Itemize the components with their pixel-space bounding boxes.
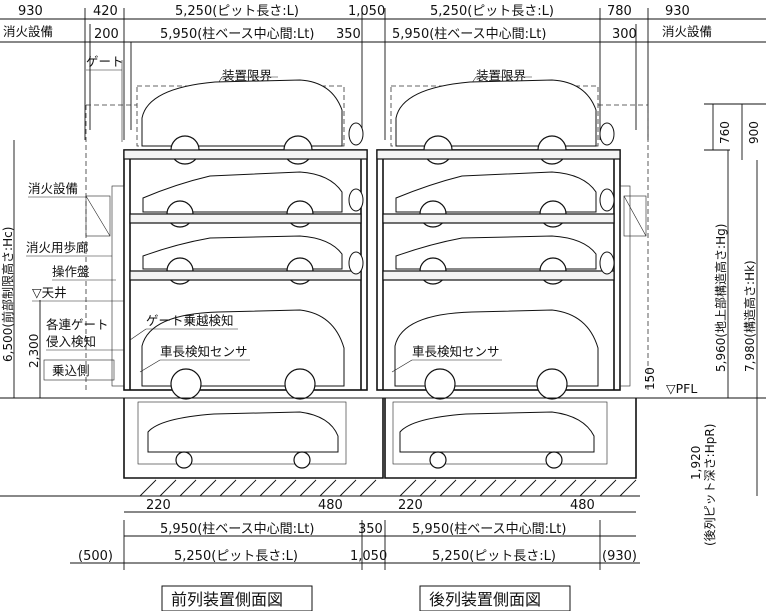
front-car-ground-wheel-front xyxy=(170,368,202,400)
rear-car-ground xyxy=(394,309,599,387)
dim-760: 760 xyxy=(718,121,732,144)
fire-equipment-top-left: 消火設備 xyxy=(3,24,53,39)
clearance-label-right: 装置限界 xyxy=(476,68,527,83)
entrance-side-label: 乗込側 xyxy=(52,363,90,378)
pfl-label: ▽PFL xyxy=(666,381,697,396)
front-car-top xyxy=(141,79,343,147)
rear-sensor-level2 xyxy=(599,188,615,212)
rear-pit-wheel-rear xyxy=(545,451,563,469)
dim-930-right: 930 xyxy=(665,4,690,19)
fire-walkway-label: 消火用歩廊 xyxy=(26,240,89,255)
rear-pit-platform xyxy=(392,401,608,465)
front-pallet-top xyxy=(123,149,368,160)
dim-5950-top-left: 5,950(柱ベース中心間:Lt) xyxy=(160,27,314,42)
dim-220-right: 220 xyxy=(398,498,423,513)
rear-pallet-level2 xyxy=(382,213,615,224)
rear-unit xyxy=(376,79,647,400)
fire-equipment-label: 消火設備 xyxy=(28,181,78,196)
front-pit-wheel-rear xyxy=(293,451,311,469)
dim-480-right: 480 xyxy=(570,498,595,513)
sensor-label-right: 車長検知センサ xyxy=(412,344,500,359)
dim-780: 780 xyxy=(607,4,632,19)
dim-5250-left: 5,250(ピット長さ:L) xyxy=(175,4,299,19)
fire-equipment-left-box xyxy=(85,195,111,237)
dim-1920: 1,920 xyxy=(689,446,703,480)
sensor-label-left: 車長検知センサ xyxy=(160,344,248,359)
front-pallet-level3 xyxy=(129,270,362,281)
gate-intrusion-label-2: 侵入検知 xyxy=(46,334,96,349)
dim-200: 200 xyxy=(94,27,119,42)
front-sensor-level2 xyxy=(348,188,364,212)
front-car-level2 xyxy=(142,171,343,213)
dim-1050-top: 1,050 xyxy=(348,4,385,19)
front-unit xyxy=(85,79,368,400)
dim-structure-height: 7,980(構造高さ:Hk) xyxy=(742,260,757,372)
dim-above-ground-height: 5,960(地上部構造高さ:Hg) xyxy=(713,224,728,372)
dim-5250-bottom-left: 5,250(ピット長さ:L) xyxy=(174,549,298,564)
rear-pit-car xyxy=(399,411,595,453)
rear-car-ground-wheel-rear xyxy=(536,368,568,400)
dim-front-limit-height: 6,500(前部制限高さ:Hc) xyxy=(0,227,15,362)
dim-5950-top-right: 5,950(柱ベース中心間:Lt) xyxy=(392,27,546,42)
rear-car-ground-wheel-front xyxy=(424,368,456,400)
entrance-side-box xyxy=(43,359,115,381)
front-pit-wheel-front xyxy=(175,451,193,469)
dim-rear-pit-depth: (後列ピット深さ:HpR) xyxy=(703,424,717,546)
front-sensor-top xyxy=(348,122,364,146)
front-pit-platform xyxy=(137,401,347,465)
dim-220-left: 220 xyxy=(146,498,171,513)
front-pallet-level2 xyxy=(129,213,362,224)
dim-350-bottom: 350 xyxy=(358,522,383,537)
front-sensor-level3 xyxy=(348,251,364,275)
clearance-label-left: 装置限界 xyxy=(222,68,273,83)
dim-5250-right: 5,250(ピット長さ:L) xyxy=(430,4,554,19)
fire-walkway-left xyxy=(111,185,125,387)
dim-350-top: 350 xyxy=(336,27,361,42)
dim-900: 900 xyxy=(747,121,761,144)
control-panel-label: 操作盤 xyxy=(52,264,90,279)
rear-car-level2 xyxy=(395,171,597,213)
gate-intrusion-label-1: 各連ゲート xyxy=(46,317,109,332)
pits xyxy=(0,398,640,497)
dim-5950-bottom-right: 5,950(柱ベース中心間:Lt) xyxy=(412,522,566,537)
caption-box-front xyxy=(161,585,313,611)
gate-label: ゲート xyxy=(86,54,124,69)
dim-1050-bottom: 1,050 xyxy=(350,549,387,564)
fire-equipment-right-box xyxy=(623,195,647,237)
front-car-ground-wheel-rear xyxy=(284,368,316,400)
front-pit-car xyxy=(147,411,339,453)
caption-box-rear xyxy=(419,585,571,611)
dim-930-left: 930 xyxy=(18,4,43,19)
caption-front: 前列装置側面図 xyxy=(171,590,283,609)
dim-420: 420 xyxy=(93,4,118,19)
rear-car-top xyxy=(395,79,597,147)
rear-pit-wheel-front xyxy=(429,451,447,469)
dim-300: 300 xyxy=(612,27,637,42)
dim-150: 150 xyxy=(643,367,657,390)
fire-walkway-right xyxy=(619,185,631,387)
dim-5950-bottom-left: 5,950(柱ベース中心間:Lt) xyxy=(160,522,314,537)
ceiling-label: ▽天井 xyxy=(32,285,67,300)
rear-pallet-top xyxy=(376,149,621,160)
dim-930-bottom: (930) xyxy=(602,549,637,564)
rear-sensor-top xyxy=(599,122,615,146)
gate-overrun-label: ゲート乗越検知 xyxy=(146,313,234,328)
fire-equipment-top-right: 消火設備 xyxy=(662,24,712,39)
rear-pallet-level3 xyxy=(382,270,615,281)
dim-2300: 2,300 xyxy=(27,334,41,368)
rear-sensor-level3 xyxy=(599,251,615,275)
dim-5250-bottom-right: 5,250(ピット長さ:L) xyxy=(432,549,556,564)
dim-500: (500) xyxy=(78,549,113,564)
caption-rear: 後列装置側面図 xyxy=(429,590,541,609)
top-dimension-chain xyxy=(0,8,766,140)
dim-480-left: 480 xyxy=(318,498,343,513)
